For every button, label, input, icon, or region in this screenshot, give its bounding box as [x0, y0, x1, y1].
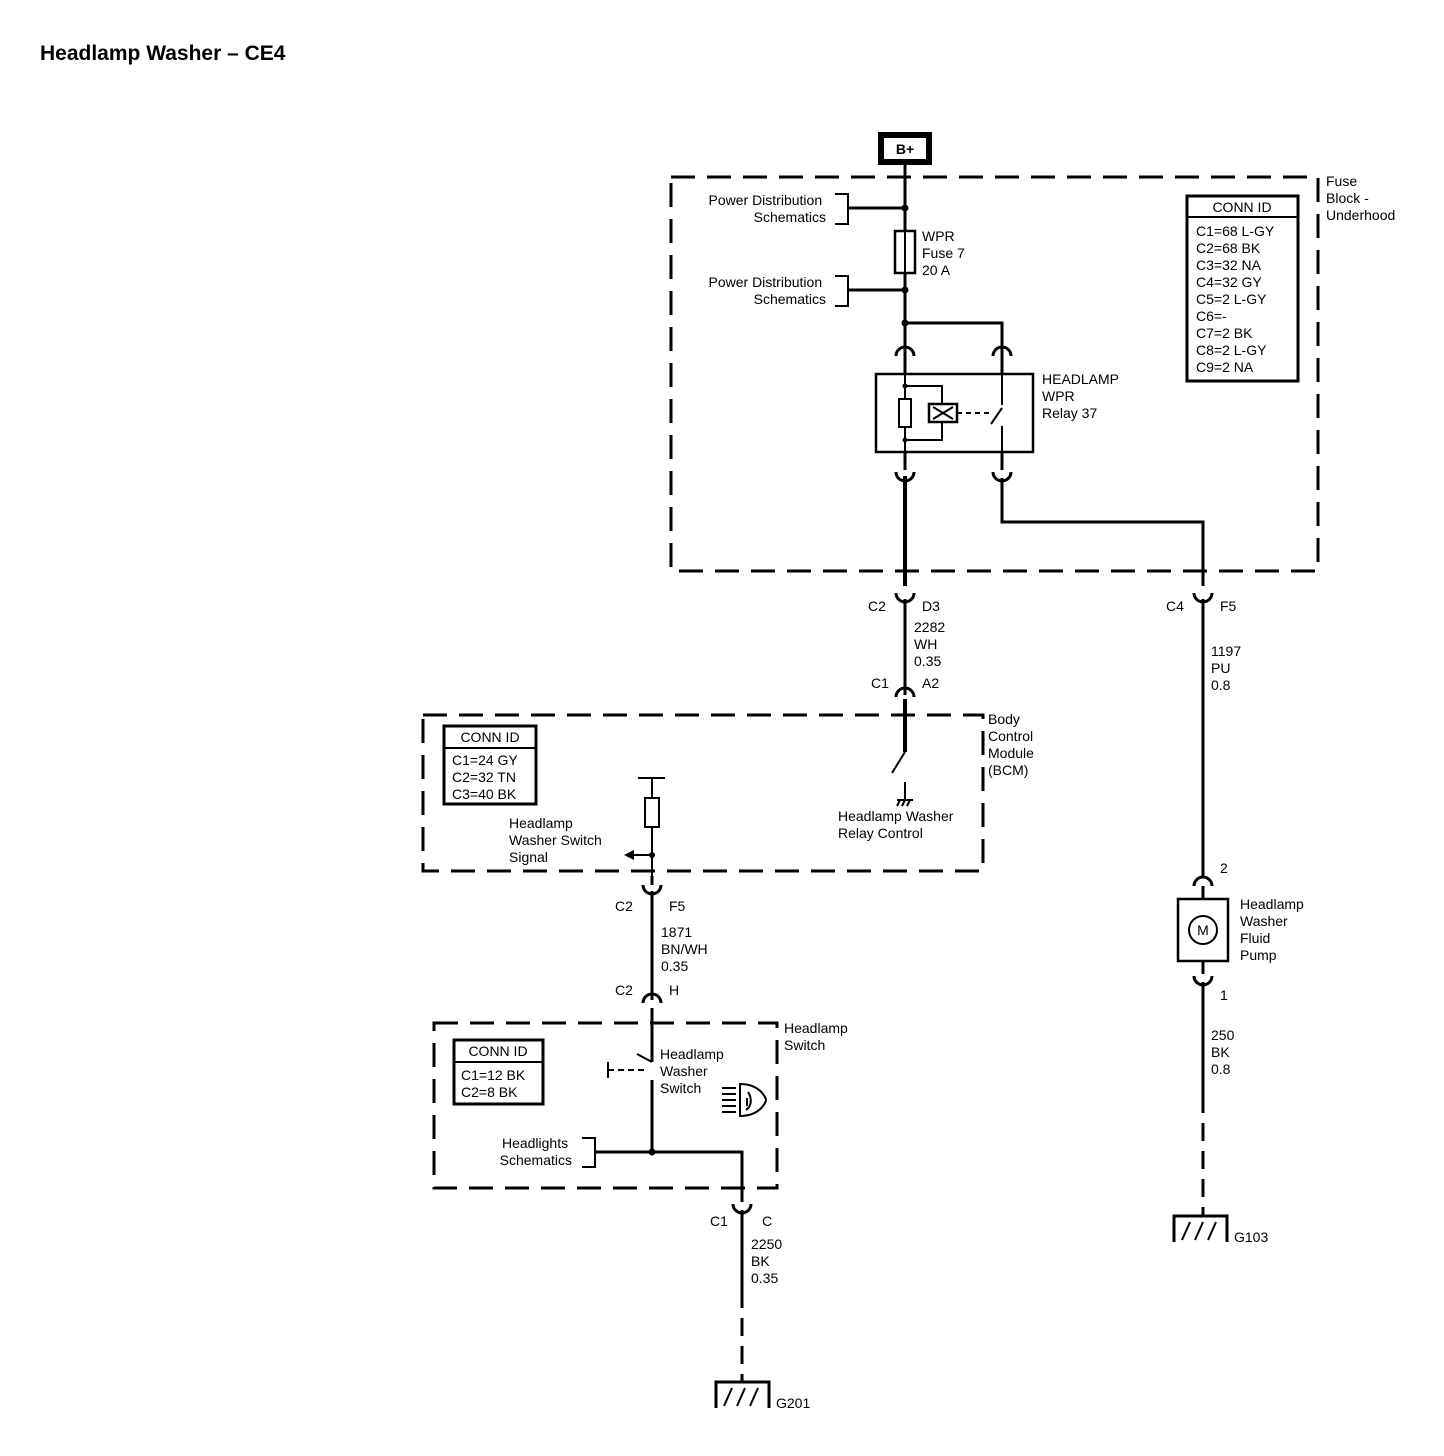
ground-g201-icon	[714, 1380, 771, 1408]
svg-text:M: M	[1197, 922, 1209, 938]
bcm-chassis-ground-icon	[896, 799, 913, 807]
fuse-block-conn-id-table: CONN ID C1=68 L-GY C2=68 BK C3=32 NA C4=…	[1185, 194, 1300, 383]
headlamp-wpr-relay-label: HEADLAMP WPR Relay 37	[1042, 371, 1123, 421]
wire-1197-label: 1197 PU 0.8	[1211, 643, 1245, 693]
bcm-relay-control-label: Headlamp Washer Relay Control	[838, 808, 957, 841]
wire-2282-label: 2282 WH 0.35	[914, 619, 949, 669]
connector-label: C1	[871, 675, 889, 691]
svg-text:CONN ID: CONN ID	[468, 1043, 527, 1059]
pin-label: H	[669, 982, 679, 998]
wire-1871-label: 1871 BN/WH 0.35	[661, 924, 712, 974]
wpr-fuse-label: WPR Fuse 7 20 A	[922, 228, 969, 278]
battery-label: B+	[896, 141, 914, 157]
pump-connector-top	[1192, 875, 1214, 887]
svg-text:Power Distribution Schem: Power Distribution Schematics	[709, 274, 827, 307]
headlamp-switch-label: Headlamp Switch	[784, 1020, 852, 1053]
headlamp-washer-switch-contact[interactable]	[636, 1053, 653, 1063]
headlamp-wpr-relay	[874, 372, 1035, 454]
svg-text:C1=24 GY C2=32 TN: C1=24 GY C2=32 TN C3=40 BK	[452, 752, 521, 802]
washer-pump-motor-icon: M	[1176, 897, 1230, 963]
headlamp-switch-conn-id-table: CONN ID C1=12 BK C2=8 BK	[452, 1038, 545, 1106]
bcm-outline	[421, 713, 985, 873]
connector-label: C2	[615, 982, 633, 998]
power-distribution-ref-top: Power Distribution Schematics	[709, 192, 905, 225]
pin-label: F5	[1220, 598, 1237, 614]
pin-label: 2	[1220, 860, 1228, 876]
wire-2250-label: 2250 BK 0.35	[751, 1236, 786, 1286]
connector-label: C2	[868, 598, 886, 614]
svg-text:C1=12 BK C2=8 BK: C1=12 BK C2=8 BK	[461, 1067, 529, 1100]
conn-id-header: CONN ID	[1212, 199, 1271, 215]
pump-label: Headlamp Washer Fluid Pump	[1240, 896, 1308, 963]
headlamp-washer-symbol-icon	[722, 1082, 768, 1118]
relay-switch-contact	[990, 407, 1003, 425]
svg-text:Headlights Schematics: Headlights Schematics	[500, 1135, 572, 1168]
bcm-low-side-switch	[891, 751, 906, 774]
diagram-title: Headlamp Washer – CE4	[40, 42, 286, 65]
pin-label: D3	[922, 598, 940, 614]
connector-label: C4	[1166, 598, 1184, 614]
pin-label: F5	[669, 898, 686, 914]
relay-terminal-cap	[894, 345, 916, 357]
wire-250-label: 250 BK 0.8	[1211, 1027, 1238, 1077]
pin-label: 1	[1220, 987, 1228, 1003]
connector-label: C2	[615, 898, 633, 914]
connector-label: C1	[710, 1213, 728, 1229]
connector-c2-h	[641, 992, 663, 1004]
wire-1197-internal	[1000, 478, 1205, 586]
ground-g201-label: G201	[776, 1395, 810, 1411]
pin-label: A2	[922, 675, 939, 691]
bcm-label: Body Control Module (BCM)	[988, 711, 1038, 778]
bcm-conn-id-table: CONN ID C1=24 GY C2=32 TN C3=40 BK	[442, 724, 538, 806]
bcm-switch-signal-label: Headlamp Washer Switch Signal	[509, 815, 606, 865]
headlights-schematics-ref: Headlights Schematics	[500, 1135, 744, 1202]
battery-positive-terminal: B+	[878, 132, 932, 165]
fuse-block-label: Fuse Block - Underhood	[1326, 173, 1395, 223]
pin-label: C	[762, 1213, 772, 1229]
pull-up-resistor-icon	[644, 797, 660, 828]
relay-switch-feed	[905, 321, 1004, 346]
conn-id-rows: C1=68 L-GY C2=68 BK C3=32 NA C4=32 GY C5…	[1196, 223, 1278, 375]
svg-text:CONN ID: CONN ID	[460, 729, 519, 745]
ground-g103-icon	[1172, 1214, 1229, 1242]
connector-c1-a2	[894, 686, 916, 698]
arrow-left-icon	[624, 850, 634, 860]
headlamp-washer-switch-label: Headlamp Washer Switch	[660, 1046, 728, 1096]
fuse-block-outline	[669, 175, 1320, 573]
ground-g103-label: G103	[1234, 1229, 1268, 1245]
power-distribution-ref-bottom: Power Distribution Schematics	[709, 274, 905, 307]
relay-terminal-cap	[991, 345, 1013, 357]
svg-text:Power Distribution Schem: Power Distribution Schematics	[709, 192, 827, 225]
